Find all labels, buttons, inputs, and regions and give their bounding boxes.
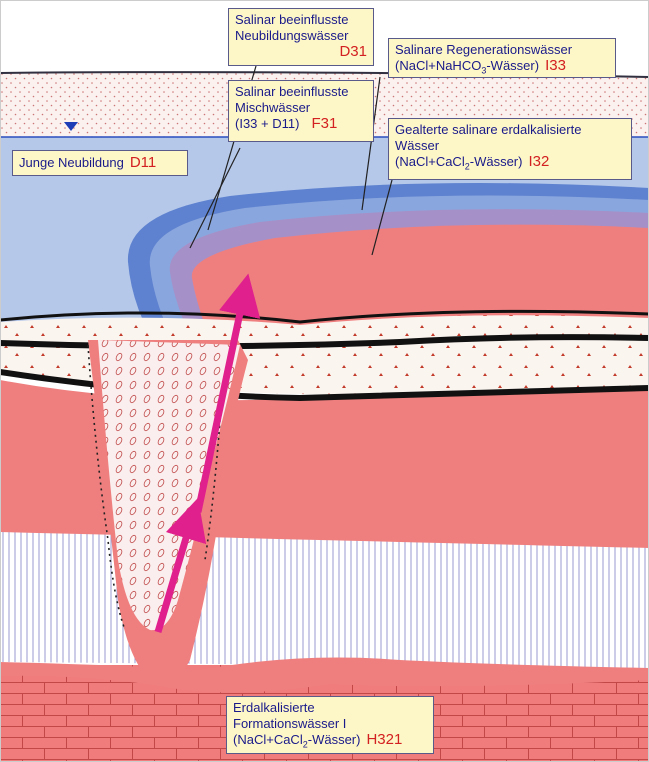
label-f31-line1: Salinar beeinflusste <box>235 84 367 100</box>
label-i32-line1: Gealterte salinare erdalkalisierte <box>395 122 625 138</box>
label-d31-line1: Salinar beeinflusste <box>235 12 367 28</box>
label-d31-line2: Neubildungswässer <box>235 28 367 44</box>
label-h321-line3: (NaCl+CaCl2-Wässer)H321 <box>233 732 427 748</box>
label-i32: Gealterte salinare erdalkalisierte Wässe… <box>388 118 632 180</box>
label-f31: Salinar beeinflusste Mischwässer (I33 + … <box>228 80 374 142</box>
label-h321-line2: Formationswässer I <box>233 716 427 732</box>
label-f31-line2: Mischwässer <box>235 100 367 116</box>
label-h321: Erdalkalisierte Formationswässer I (NaCl… <box>226 696 434 754</box>
label-d11-code: D11 <box>130 154 156 171</box>
label-i33-line2: (NaCl+NaHCO3-Wässer)I33 <box>395 58 609 74</box>
label-i32-line3: (NaCl+CaCl2-Wässer)I32 <box>395 154 625 170</box>
label-f31-code: F31 <box>311 115 337 132</box>
label-i32-code: I32 <box>528 153 549 170</box>
label-i33-line1: Salinare Regenerationswässer <box>395 42 609 58</box>
label-d31: Salinar beeinflusste Neubildungswässer D… <box>228 8 374 66</box>
label-i32-line2: Wässer <box>395 138 625 154</box>
hatched-layer <box>0 530 649 668</box>
label-h321-line1: Erdalkalisierte <box>233 700 427 716</box>
label-d31-code: D31 <box>235 44 367 60</box>
label-f31-line3: (I33 + D11)F31 <box>235 116 367 132</box>
label-h321-code: H321 <box>366 731 402 748</box>
label-i33-code: I33 <box>545 57 566 74</box>
label-i33: Salinare Regenerationswässer (NaCl+NaHCO… <box>388 38 616 78</box>
